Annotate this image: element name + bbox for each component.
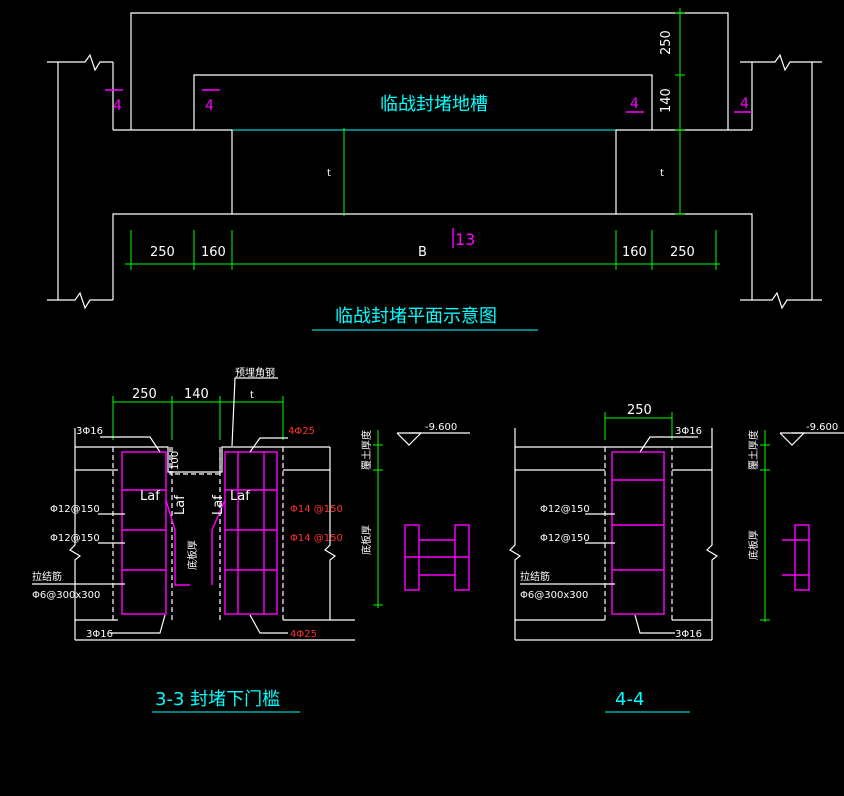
plan-title: 临战封堵平面示意图 (335, 306, 497, 327)
detail-rebar (794, 524, 810, 591)
dim-140: 140 (184, 387, 209, 402)
section-mark: 4 (113, 98, 122, 114)
plan-bottom-wall (112, 213, 753, 300)
bottom-slab-thickness: 底板厚 (186, 540, 199, 570)
red-stirrup-label: Φ14 @150 (290, 504, 343, 515)
top-bars: 3Φ16 (675, 426, 702, 437)
bottom-bars: 3Φ16 (675, 629, 702, 640)
laf-right: Laf (230, 489, 250, 504)
level-value: -9.600 (806, 422, 838, 433)
section-4-4-title: 4-4 (615, 689, 644, 710)
rebar-cage (611, 451, 665, 615)
cover-thickness: 覆土厚度 (360, 430, 373, 470)
plan-view: 4 4 4 4 临战封堵地槽 250 140 t t 13 250 160 B (47, 8, 822, 331)
dim-t-right: t (660, 168, 664, 179)
trench-label: 临战封堵地槽 (380, 94, 488, 115)
dim-bottom: B (418, 245, 427, 260)
section-3-3: 250 140 t 预埋角钢 100 3Φ16 4Φ25 Laf Laf Laf… (32, 366, 470, 713)
slab-thickness-side: 底板厚 (747, 530, 760, 560)
dim-t: t (250, 390, 254, 401)
slab-thickness-side: 底板厚 (360, 525, 373, 555)
red-stirrup-label: Φ14 @150 (290, 533, 343, 544)
dim-250: 250 (659, 30, 674, 55)
bottom-right-bars: 4Φ25 (290, 629, 317, 640)
dim-100: 100 (170, 451, 181, 470)
level-marker-icon (779, 432, 806, 446)
tie-bars: 拉结筋 (32, 570, 62, 583)
break-line-icon (47, 291, 113, 310)
section-3-3-title: 3-3 封堵下门槛 (155, 689, 280, 710)
section-mark: 4 (740, 96, 749, 112)
section-4-4: 250 3Φ16 Φ12@150 Φ12@150 拉结筋 Φ6@300x300 … (509, 403, 844, 713)
dim-bottom: 160 (622, 245, 647, 260)
cover-thickness: 覆土厚度 (747, 430, 760, 470)
section-mark: 4 (630, 96, 639, 112)
plan-top-wall (130, 12, 729, 130)
top-right-bars: 4Φ25 (288, 426, 315, 437)
break-line-icon (47, 53, 113, 72)
plan-trench (193, 74, 653, 130)
section-mark: 4 (205, 98, 214, 114)
dim-bottom: 160 (201, 245, 226, 260)
dim-250: 250 (627, 403, 652, 418)
center-mark: 13 (455, 230, 475, 249)
stirrup-label: Φ12@150 (50, 504, 100, 515)
break-line-icon (509, 428, 522, 640)
top-bars: 3Φ16 (76, 426, 103, 437)
dim-250: 250 (132, 387, 157, 402)
break-line-icon (740, 291, 822, 310)
stirrup-label: Φ12@150 (50, 533, 100, 544)
stirrup-label: Φ12@150 (540, 533, 590, 544)
dim-bottom: 250 (150, 245, 175, 260)
embedded-angle-steel: 预埋角钢 (235, 366, 275, 379)
rebar-cage-left (121, 451, 167, 615)
level-marker-icon (396, 432, 423, 446)
dim-bottom: 250 (670, 245, 695, 260)
laf-vertical: Laf (173, 495, 188, 515)
laf-left: Laf (140, 489, 160, 504)
laf-vertical: Laf (211, 495, 226, 515)
break-line-icon (706, 428, 719, 640)
tie-spacing: Φ6@300x300 (32, 590, 100, 601)
dim-t-left: t (327, 168, 331, 179)
tie-bars: 拉结筋 (520, 570, 550, 583)
bottom-bars: 3Φ16 (86, 629, 113, 640)
rebar-cage-right (224, 451, 278, 615)
break-line-icon (740, 53, 822, 72)
stirrup-label: Φ12@150 (540, 504, 590, 515)
dim-140: 140 (659, 88, 674, 113)
break-line-icon (69, 428, 82, 640)
level-value: -9.600 (425, 422, 457, 433)
tie-spacing: Φ6@300x300 (520, 590, 588, 601)
break-line-icon (324, 447, 337, 620)
